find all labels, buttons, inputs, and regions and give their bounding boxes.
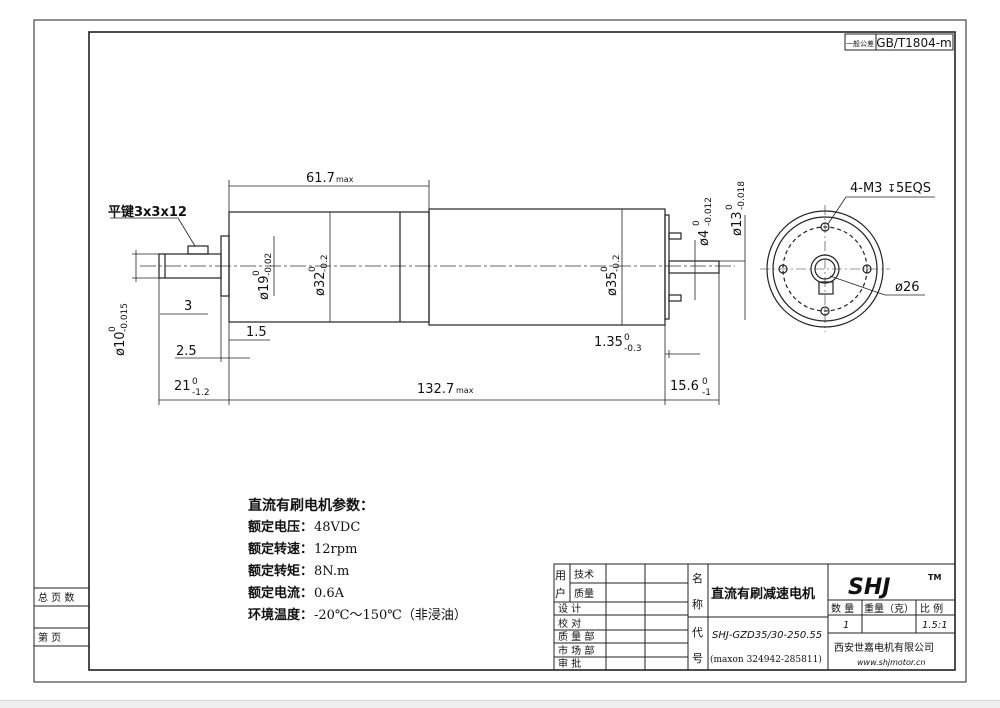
- tolerance-standard-box: 一般公差 GB/T1804-m: [844, 33, 954, 51]
- dim-1-35: 1.35: [594, 335, 623, 350]
- tb-qa-dept: 质 量 部: [558, 630, 594, 643]
- tb-dai: 代: [692, 626, 703, 639]
- dim-d19-low: -0.02: [264, 253, 274, 276]
- dim-d10-low: -0.015: [120, 303, 130, 332]
- bottom-scrollbar-strip: [0, 700, 1000, 708]
- scale-label: 比 例: [920, 602, 943, 615]
- dim-61-7-max: max: [336, 175, 354, 184]
- tb-hu: 户: [555, 586, 566, 600]
- voltage-value: 48VDC: [314, 520, 360, 535]
- page-no-label: 第 页: [38, 631, 61, 644]
- current-label: 额定电流：: [248, 585, 313, 601]
- dim-21-up: 0: [192, 377, 198, 387]
- speed-value: 12rpm: [314, 542, 357, 557]
- torque-label: 额定转矩：: [248, 563, 313, 579]
- dim-d35-up: 0: [600, 266, 610, 272]
- dim-15-6-up: 0: [702, 377, 708, 387]
- shj-logo: SHJ: [848, 575, 890, 600]
- dim-d13-low: -0.018: [737, 181, 747, 210]
- temp-label: 环境温度：: [248, 607, 313, 623]
- dim-d13: ø13: [730, 212, 745, 237]
- tb-hao: 号: [692, 652, 703, 665]
- torque-value: 8N.m: [314, 564, 349, 579]
- qty-label: 数 量: [831, 602, 854, 615]
- dim-2-5: 2.5: [176, 344, 197, 359]
- dim-d19: ø19: [257, 276, 272, 301]
- dim-d10-up: 0: [108, 326, 118, 332]
- key-label: 平键3x3x12: [108, 204, 187, 220]
- trademark-mark: TM: [928, 573, 941, 582]
- dim-d4-low: -0.012: [704, 197, 714, 226]
- depth-symbol-icon: ↧: [887, 182, 896, 195]
- dim-d32-up: 0: [308, 266, 318, 272]
- maxon-ref: (maxon 324942-285811): [710, 654, 822, 665]
- tb-quality: 质量: [574, 588, 594, 600]
- tb-ming: 名: [692, 571, 703, 585]
- company-website: www.shjmotor.cn: [857, 658, 925, 667]
- dim-d13-up: 0: [725, 204, 735, 210]
- dim-1-35-low: -0.3: [624, 344, 642, 354]
- outer-frame: [33, 19, 967, 683]
- dim-d4-up: 0: [692, 220, 702, 226]
- company-name: 西安世嘉电机有限公司: [834, 641, 934, 654]
- product-name: 直流有刷减速电机: [711, 586, 815, 602]
- dim-132-7: 132.7: [417, 382, 454, 397]
- dim-d10: ø10: [113, 332, 128, 357]
- dim-1-35-up: 0: [624, 333, 630, 343]
- tb-tech: 技术: [574, 568, 594, 581]
- dim-d19-up: 0: [252, 270, 262, 276]
- scale-value: 1.5:1: [922, 620, 948, 631]
- standard-code: GB/T1804-m: [876, 36, 951, 50]
- dim-21-low: -1.2: [192, 388, 210, 398]
- motor-side-view: [158, 208, 720, 326]
- temp-value: -20℃～150℃（非浸油）: [314, 608, 467, 623]
- speed-label: 额定转速：: [248, 541, 313, 557]
- dim-15-6: 15.6: [670, 379, 699, 394]
- dim-d26: ø26: [895, 280, 920, 295]
- dim-d35: ø35: [605, 272, 620, 297]
- dim-d32: ø32: [313, 272, 328, 297]
- dim-15-6-low: -1: [702, 388, 711, 398]
- motor-parameters: 直流有刷电机参数： 额定电压： 48VDC 额定转速： 12rpm 额定转矩： …: [248, 497, 467, 623]
- dim-d4: ø4: [697, 230, 712, 246]
- params-title: 直流有刷电机参数：: [248, 497, 374, 514]
- page-count-block: 总 页 数 第 页: [33, 587, 90, 647]
- product-model: SHJ-GZD35/30-250.55: [712, 630, 822, 641]
- title-block-text: 用 户 技术 质量 设 计 校 对 质 量 部 市 场 部 审 批 名 称 代 …: [555, 568, 948, 670]
- dim-d32-low: -0.2: [320, 254, 330, 272]
- dim-61-7: 61.7: [306, 171, 335, 186]
- dim-m3: 4-M3: [850, 181, 882, 196]
- qty-value: 1: [843, 620, 849, 631]
- tb-approve: 审 批: [558, 657, 581, 670]
- dimension-texts: 61.7 max 平键3x3x12 ø4 0 -0.012 ø13 0 -0.0…: [108, 171, 931, 398]
- inner-frame: [88, 31, 956, 671]
- dimension-lines: [110, 180, 746, 405]
- total-pages-label: 总 页 数: [38, 591, 74, 604]
- voltage-label: 额定电压：: [248, 519, 313, 535]
- tb-design: 设 计: [558, 602, 581, 615]
- dim-132-7-max: max: [456, 386, 474, 395]
- dim-21: 21: [174, 379, 191, 394]
- dim-3: 3: [184, 299, 192, 314]
- tb-yong: 用: [555, 569, 566, 582]
- dim-d35-low: -0.2: [612, 254, 622, 272]
- current-value: 0.6A: [314, 586, 345, 601]
- dim-m3-depth: 5EQS: [896, 181, 931, 196]
- motor-end-view: [760, 196, 935, 332]
- dim-1-5: 1.5: [246, 325, 267, 340]
- tb-check: 校 对: [558, 617, 581, 630]
- weight-label: 重量（克）: [864, 602, 914, 615]
- tb-market-dept: 市 场 部: [558, 644, 594, 657]
- tb-cheng: 称: [692, 597, 703, 611]
- title-block: [553, 563, 956, 671]
- tolerance-label: 一般公差: [846, 39, 874, 48]
